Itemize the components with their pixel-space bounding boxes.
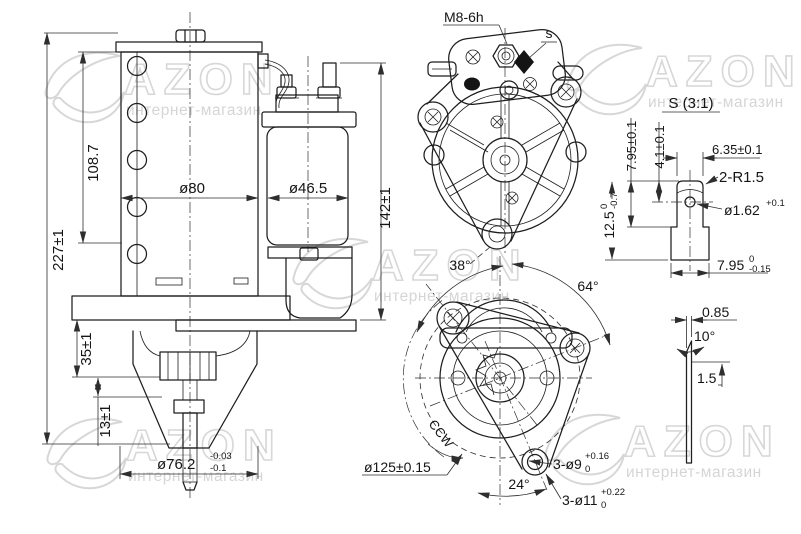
dim-angle-top: 38° [449,257,470,273]
svg-text:s: s [546,25,553,41]
detail-s-view: S (3:1) 6.35±0.1 2-R1.5 ø1.62 +0.1 7.95± [599,95,785,278]
svg-text:3-ø9: 3-ø9 [553,456,582,472]
svg-text:-0.15: -0.15 [749,264,771,275]
front-view: 38° 64° 24° CCW ø125±0.15 3-ø9 +0.16 0 3… [362,256,625,511]
blade-side-view: 0.85 10° 1.5 [671,304,737,464]
dim-nose-depth: 35±1 [78,332,95,365]
watermark-logo-icon [44,51,121,100]
watermark-brand: AZON [124,55,281,104]
svg-text:0: 0 [599,204,610,209]
watermark-subtitle: интернет-магазин [648,94,784,111]
svg-text:2-R1.5: 2-R1.5 [719,169,764,186]
dim-holes-big: 3-ø11 +0.22 0 [545,473,625,511]
dim-corner-radius: 2-R1.5 [705,169,764,186]
svg-text:+0.16: +0.16 [585,451,609,462]
watermark-logo-icon [52,91,125,124]
watermark-logo-icon [54,457,127,490]
watermark-brand: AZON [624,417,781,466]
svg-text:7.95: 7.95 [717,257,744,273]
blade-terminal [514,50,534,74]
detail-title: S (3:1) [668,95,713,112]
dim-body-height: 108.7 [85,144,102,182]
dim-blade-width: 6.35±0.1 [712,142,763,157]
thread-callout: M8-6h [443,9,508,45]
svg-text:+0.1: +0.1 [766,198,785,209]
dim-pilot-dia: ø76.2 -0.03 -0.1 [157,451,232,474]
svg-text:0: 0 [601,500,606,511]
svg-text:-0.1: -0.1 [210,463,226,474]
svg-text:ø125±0.15: ø125±0.15 [364,459,431,475]
side-view: 227±1 108.7 ø80 ø46.5 142±1 35±1 13±1 ø7 [42,12,394,500]
dim-total-height: 227±1 [50,229,67,271]
svg-text:-0.03: -0.03 [210,451,232,462]
svg-text:12.5: 12.5 [601,211,617,238]
rotation-direction: CCW [426,417,464,462]
svg-text:ø76.2: ø76.2 [157,456,195,473]
dim-pinion-offset: 13±1 [97,404,114,437]
svg-text:0: 0 [749,254,754,265]
svg-text:-0.7: -0.7 [609,193,620,209]
dim-tip-angle: 10° [694,328,715,344]
watermark-tile: AZON интернет-магазин [544,413,781,486]
dim-thickness: 0.85 [702,304,729,320]
dim-right-height: 142±1 [377,187,394,229]
dim-bolt-circle: ø125±0.15 [362,453,463,476]
watermark-subtitle: интернет-магазин [126,102,262,119]
watermark-logo-icon [566,43,643,92]
dim-angle-bottom: 24° [508,476,529,492]
svg-text:0: 0 [585,464,590,475]
watermark-logo-icon [574,83,647,116]
watermark-tile: AZON интернет-магазин [44,51,281,124]
dim-angle-right: 64° [577,278,598,294]
dim-holes-small: 3-ø9 +0.16 0 [528,451,609,475]
dim-base-width: 7.95 0 -0.15 [717,254,771,275]
rear-view: M8-6h s [417,9,587,265]
dim-solenoid-dia: ø46.5 [289,180,327,197]
watermark-subtitle: интернет-магазин [626,464,762,481]
svg-text:M8-6h: M8-6h [444,9,484,25]
dim-edge-len: 1.5 [697,370,717,386]
dim-hole-dia: ø1.62 +0.1 [696,198,785,218]
dim-height-to-step: 7.95±0.1 [624,121,639,172]
svg-text:3-ø11: 3-ø11 [562,492,598,508]
watermark-logo-icon [552,453,625,486]
watermark-brand: AZON [126,421,283,470]
watermark-tile: AZON интернет-магазин [46,417,283,490]
dim-body-dia: ø80 [179,180,205,197]
svg-text:227±1: 227±1 [50,229,67,271]
watermark-tile: AZON интернет-магазин [292,237,521,310]
dim-total-height-detail: 12.5 0 -0.7 [599,193,620,239]
watermark-logo-icon [300,277,373,310]
svg-text:ø1.62: ø1.62 [724,202,760,218]
detail-mark-callout: s [528,25,557,59]
svg-text:+0.22: +0.22 [601,487,625,498]
watermark-tile: AZON интернет-магазин [566,43,801,116]
watermark-brand: AZON [646,47,801,96]
watermark-subtitle: интернет-магазин [128,468,264,485]
dim-hole-offset: 4.1±0.1 [652,125,667,168]
watermark-logo-icon [46,417,123,466]
